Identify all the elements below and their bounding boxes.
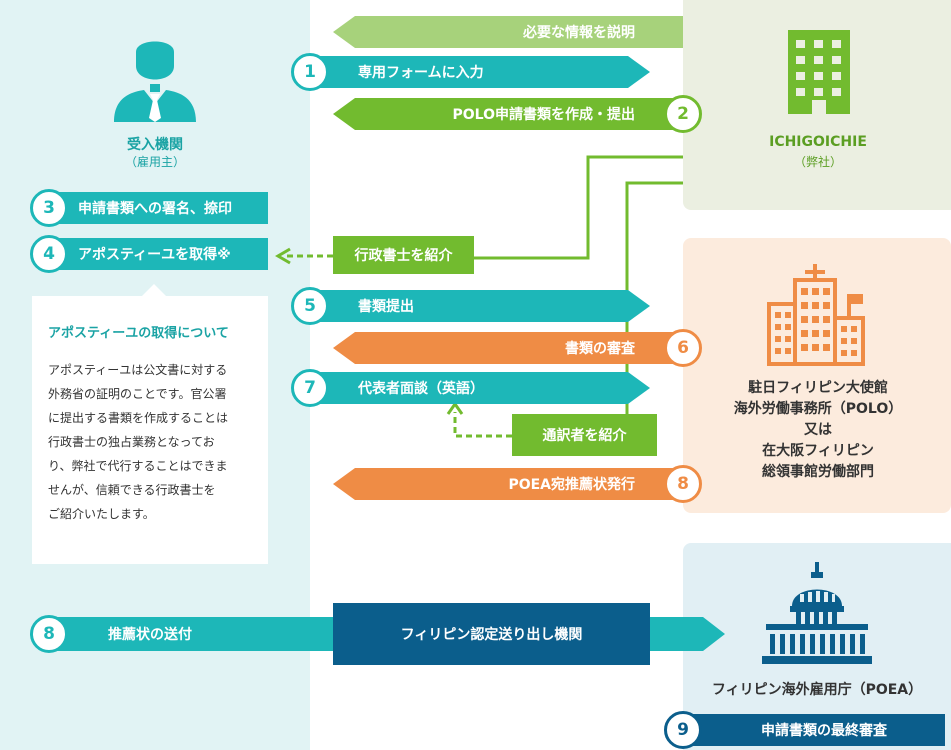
step-7-number: 7 [291, 369, 329, 407]
employer-subtitle: （雇用主） [124, 155, 185, 169]
note-line: に提出する書類を作成することは [48, 411, 229, 425]
note-line: ご紹介いたします。 [48, 507, 155, 521]
step-9-label: 申請書類の最終審査 [761, 723, 887, 739]
step-2-label: POLO申請書類を作成・提出 [452, 107, 636, 123]
employer-title: 受入機関 [127, 137, 183, 153]
step-8-send-number: 8 [30, 615, 68, 653]
step-2-arrow: POLO申請書類を作成・提出 [333, 98, 683, 130]
person-icon [114, 41, 196, 122]
note-pointer [142, 284, 166, 296]
note-line: アポスティーユは公文書に対する [48, 363, 228, 377]
embassy-line-4: 在大阪フィリピン [762, 443, 874, 459]
gyosei-intro-label: 行政書士を紹介 [354, 248, 453, 264]
step-3-bar: 申請書類への署名、捺印 [48, 192, 268, 224]
company-title: ICHIGOICHIE [769, 134, 867, 150]
step-1-number: 1 [291, 53, 329, 91]
step-6-label: 書類の審査 [565, 341, 635, 357]
step-1-label: 専用フォームに入力 [358, 65, 484, 81]
step-1-arrow: 専用フォームに入力 [310, 56, 650, 88]
interpreter-intro-box: 通訳者を紹介 [512, 414, 657, 456]
sending-agency-box: フィリピン認定送り出し機関 [333, 603, 650, 665]
note-line: せんが、信頼できる行政書士を [48, 483, 216, 497]
sending-agency-label: フィリピン認定送り出し機関 [400, 627, 583, 643]
step-6-arrow: 書類の審査 [333, 332, 683, 364]
step-2-number: 2 [664, 95, 702, 133]
embassy-line-1: 駐日フィリピン大使館 [748, 380, 888, 396]
step-4-number: 4 [30, 235, 68, 273]
embassy-line-5: 総領事館労働部門 [762, 464, 874, 480]
apostille-note-box: アポスティーユの取得について アポスティーユは公文書に対する 外務省の証明のこと… [32, 284, 268, 564]
embassy-panel [683, 238, 951, 513]
step-4-bar: アポスティーユを取得※ [48, 238, 268, 270]
step-5-arrow: 書類提出 [310, 290, 650, 322]
city-buildings-icon [767, 264, 865, 366]
step-8-recommendation-label: POEA宛推薦状発行 [508, 477, 635, 493]
step-3-label: 申請書類への署名、捺印 [78, 201, 232, 217]
note-line: 外務省の証明のことです。官公署 [48, 387, 227, 401]
step-9-bar: 申請書類の最終審査 [683, 714, 945, 746]
step-6-number: 6 [664, 329, 702, 367]
step-3-number: 3 [30, 189, 68, 227]
step-8-send-label: 推薦状の送付 [108, 627, 192, 643]
note-body: アポスティーユは公文書に対する 外務省の証明のことです。官公署 に提出する書類を… [48, 358, 262, 526]
step-5-label: 書類提出 [358, 299, 414, 315]
note-line: 行政書士の独占業務となってお [48, 435, 215, 449]
step-8-recommendation-arrow: POEA宛推薦状発行 [333, 468, 683, 500]
embassy-line-3: 又は [804, 422, 832, 438]
step-7-label: 代表者面談（英語） [358, 381, 484, 397]
step-7-arrow: 代表者面談（英語） [310, 372, 650, 404]
office-building-icon [788, 30, 850, 114]
capitol-icon [762, 562, 872, 664]
step-5-number: 5 [291, 287, 329, 325]
embassy-line-2: 海外労働事務所（POLO） [733, 401, 903, 417]
gyosei-intro-box: 行政書士を紹介 [333, 236, 474, 274]
poea-title: フィリピン海外雇用庁（POEA） [711, 682, 923, 698]
note-title: アポスティーユの取得について [48, 326, 229, 341]
embassy-name: 駐日フィリピン大使館 海外労働事務所（POLO） 又は 在大阪フィリピン 総領事… [700, 378, 936, 483]
company-subtitle: （弊社） [793, 155, 842, 169]
step-9-number: 9 [664, 711, 702, 749]
step-8-recommendation-number: 8 [664, 465, 702, 503]
step-explain-info-label: 必要な情報を説明 [523, 25, 635, 41]
interpreter-intro-label: 通訳者を紹介 [542, 428, 627, 444]
note-line: り、弊社で代行することはできま [48, 459, 228, 473]
step-explain-info-arrow: 必要な情報を説明 [333, 16, 683, 48]
step-4-label: アポスティーユを取得※ [78, 247, 231, 263]
